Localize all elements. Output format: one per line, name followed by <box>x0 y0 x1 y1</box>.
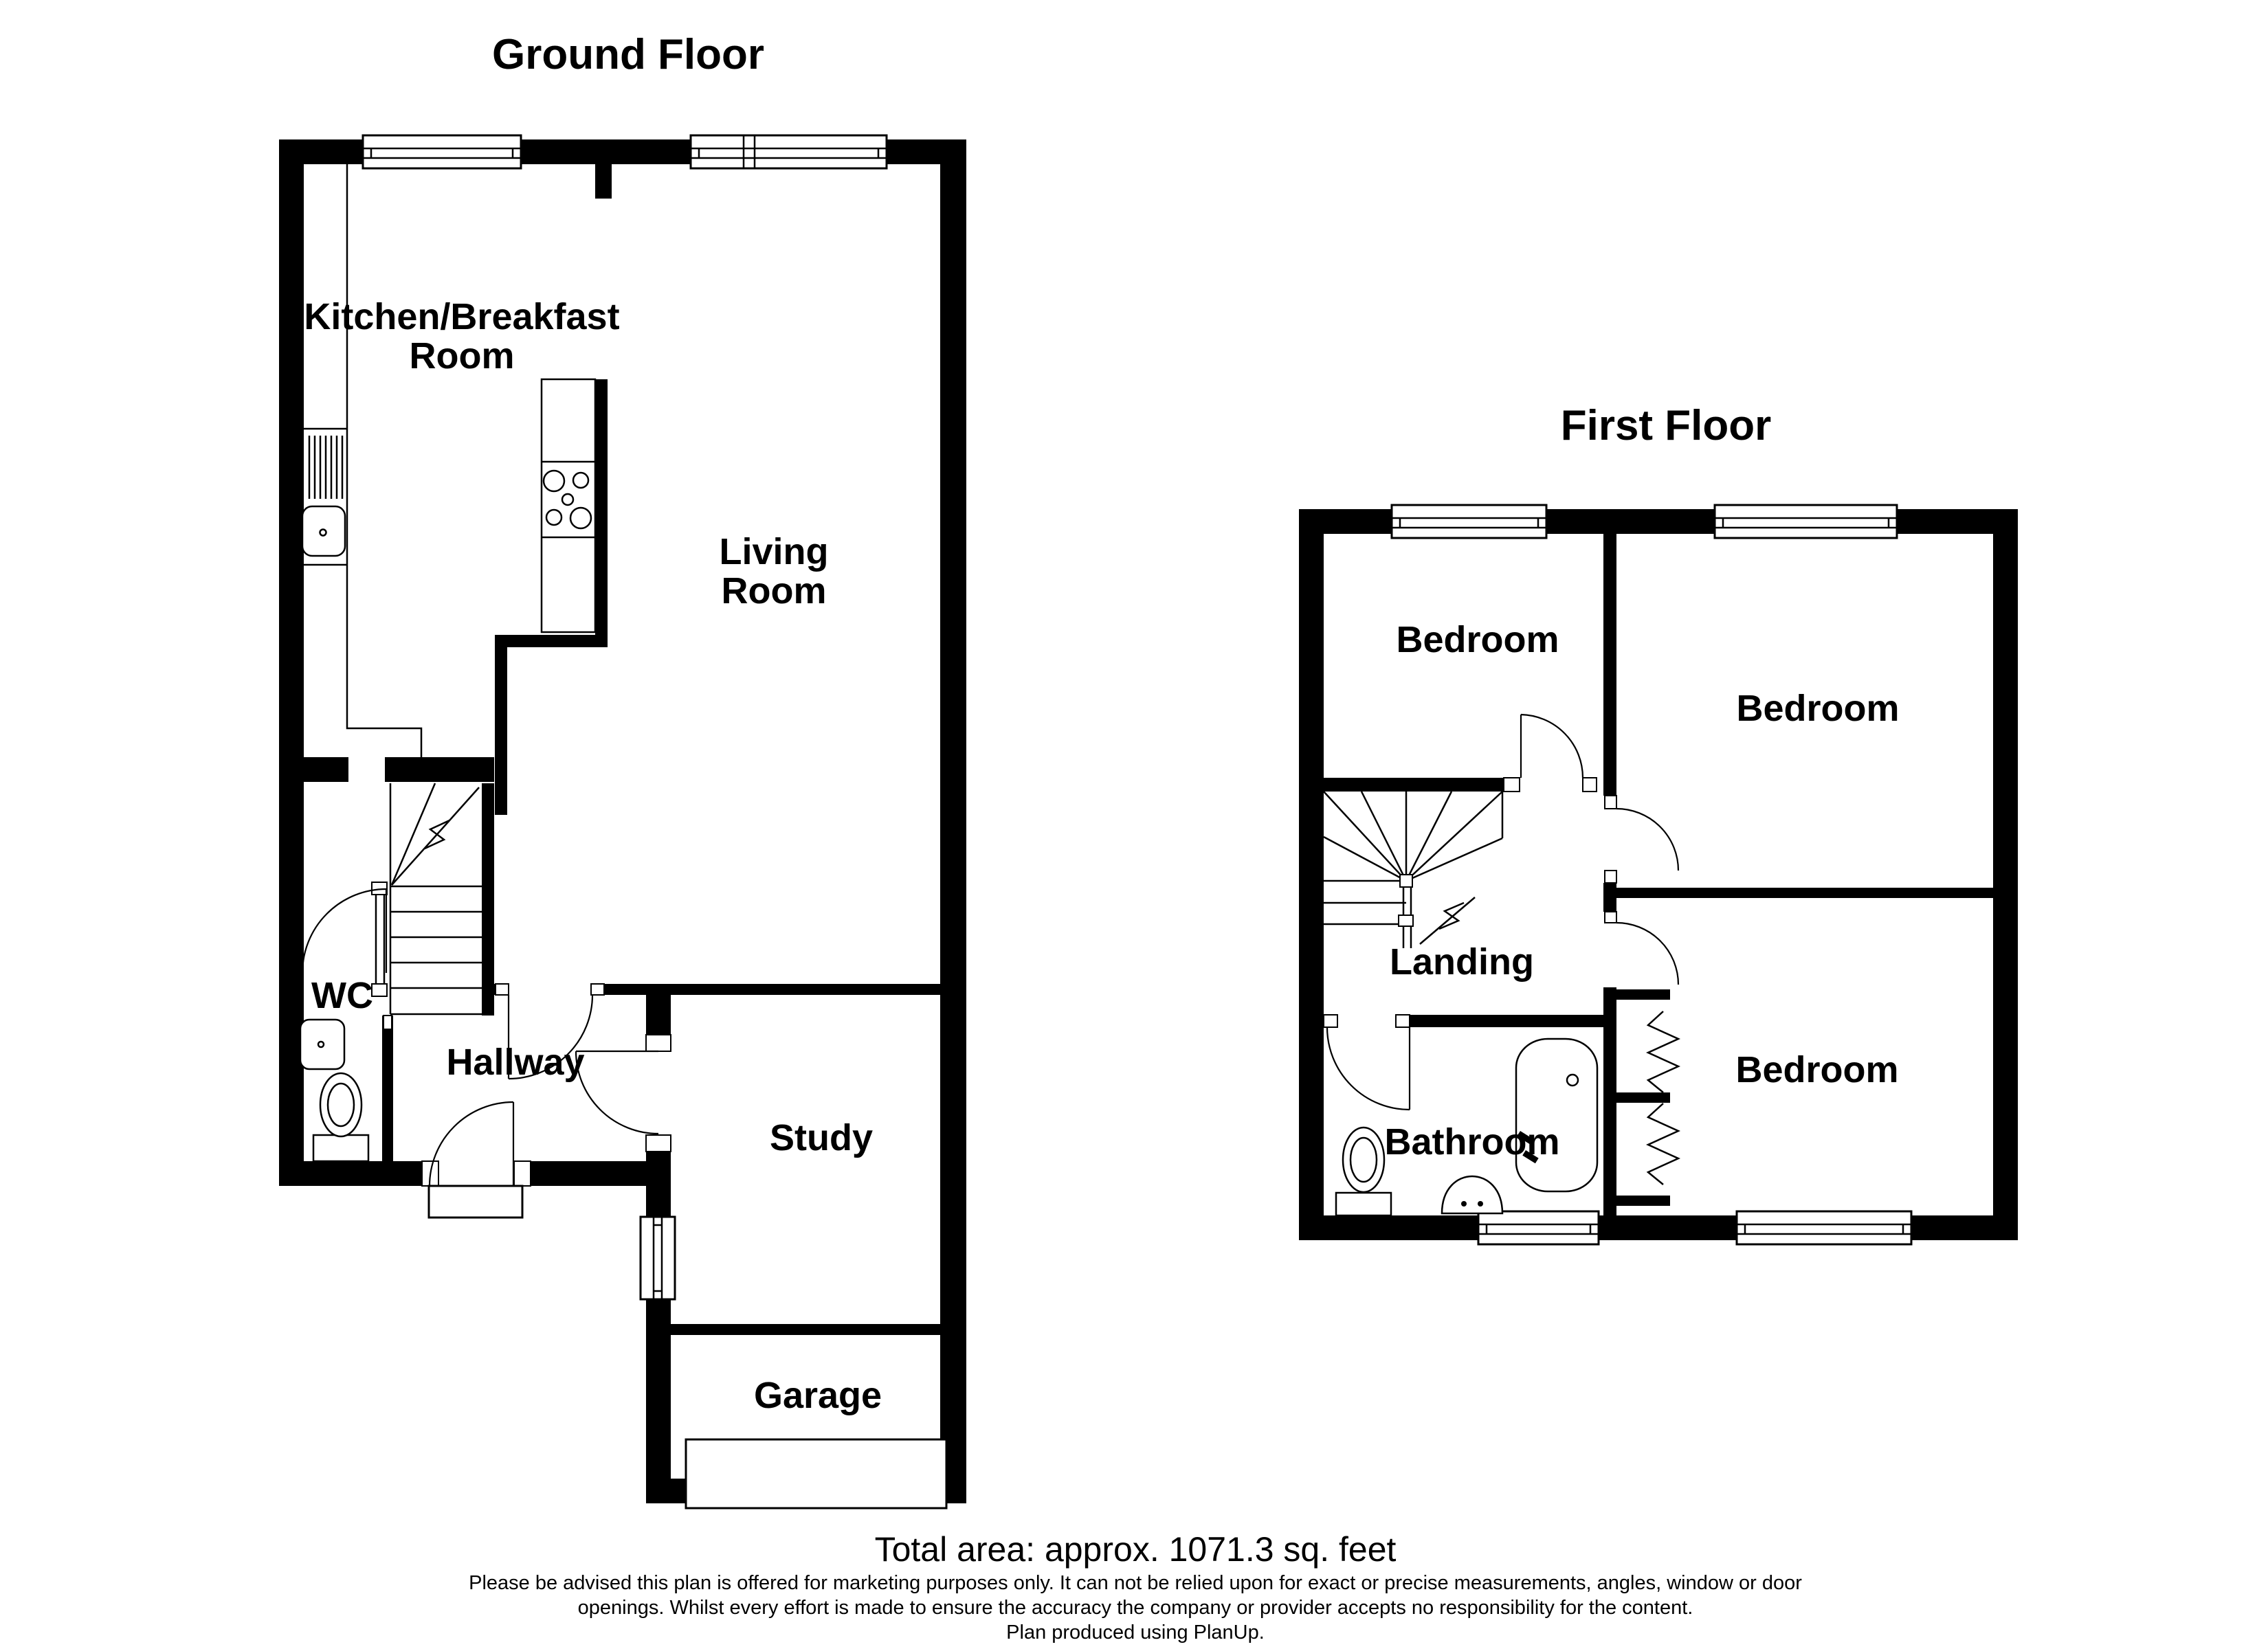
first-floor-title: First Floor <box>1561 402 1772 449</box>
kitchen-label-line1: Kitchen/Breakfast <box>304 296 619 337</box>
study-side-window <box>639 1215 676 1301</box>
disclaimer-line2: openings. Whilst every effort is made to… <box>578 1597 1693 1619</box>
hallway-label: Hallway <box>446 1042 584 1083</box>
living-room-label-line2: Room <box>722 570 827 612</box>
bathroom-label: Bathroom <box>1385 1121 1560 1163</box>
bedroom2-door-swing <box>1616 807 1680 871</box>
ground-window-top-left <box>362 134 522 170</box>
bedroom3-wardrobe <box>1645 1011 1681 1185</box>
ff-window-top-right <box>1713 504 1898 539</box>
wc-label: WC <box>311 975 373 1016</box>
garage-label: Garage <box>754 1375 882 1416</box>
first-floor-door-frames <box>1323 777 1617 1028</box>
bedroom3-door-swing <box>1616 921 1680 985</box>
hob-burners <box>542 469 592 530</box>
disclaimer-line1: Please be advised this plan is offered f… <box>469 1572 1802 1594</box>
ground-room-labels: Kitchen/Breakfast Room Living Room WC Ha… <box>304 296 882 1416</box>
total-area-text: Total area: approx. 1071.3 sq. feet <box>875 1530 1397 1569</box>
draining-board <box>308 436 344 499</box>
bathroom-door-swing <box>1326 1027 1411 1111</box>
bedroom1-door-swing <box>1520 713 1584 778</box>
first-floor-plan: First Floor <box>1299 402 2018 1246</box>
ground-walls <box>279 139 966 1503</box>
living-room-door-swing <box>507 994 594 1080</box>
ground-floor-plan: Ground Floor <box>279 31 966 1510</box>
wc-sink <box>291 1018 346 1070</box>
footer: Total area: approx. 1071.3 sq. feet Plea… <box>469 1530 1802 1644</box>
bathtub <box>1515 1037 1599 1193</box>
kitchen-hob-counter <box>540 378 597 633</box>
ground-window-top-right <box>689 134 888 170</box>
study-label: Study <box>770 1117 873 1158</box>
ff-window-top-left <box>1390 504 1548 539</box>
landing-label: Landing <box>1390 941 1534 983</box>
ff-window-bottom-right <box>1735 1210 1913 1246</box>
kitchen-label-line2: Room <box>410 335 515 377</box>
bedroom1-label: Bedroom <box>1396 619 1559 660</box>
bedroom2-label: Bedroom <box>1736 688 1899 729</box>
stair-rail-first-floor <box>1398 874 1414 948</box>
living-room-label-line1: Living <box>720 531 829 572</box>
kitchen-sink <box>291 505 346 557</box>
disclaimer-line3: Plan produced using PlanUp. <box>1006 1622 1265 1644</box>
stair-rail <box>371 882 388 997</box>
staircase-first-floor <box>1323 791 1504 948</box>
front-door <box>427 1101 524 1219</box>
ground-floor-title: Ground Floor <box>492 31 764 78</box>
staircase-ground <box>371 783 482 1016</box>
garage-door <box>685 1438 948 1510</box>
bathroom-basin <box>1441 1175 1504 1215</box>
bedroom3-label: Bedroom <box>1735 1049 1898 1090</box>
study-door-swing <box>575 1050 659 1135</box>
wc-door-swing <box>301 888 388 974</box>
ff-window-bottom-left <box>1477 1210 1600 1246</box>
bathroom-toilet <box>1335 1126 1392 1217</box>
first-floor-room-labels: Bedroom Bedroom Landing Bathroom Bedroom <box>1385 619 1900 1163</box>
kitchen-counter <box>291 164 423 757</box>
wc-toilet <box>312 1072 370 1163</box>
